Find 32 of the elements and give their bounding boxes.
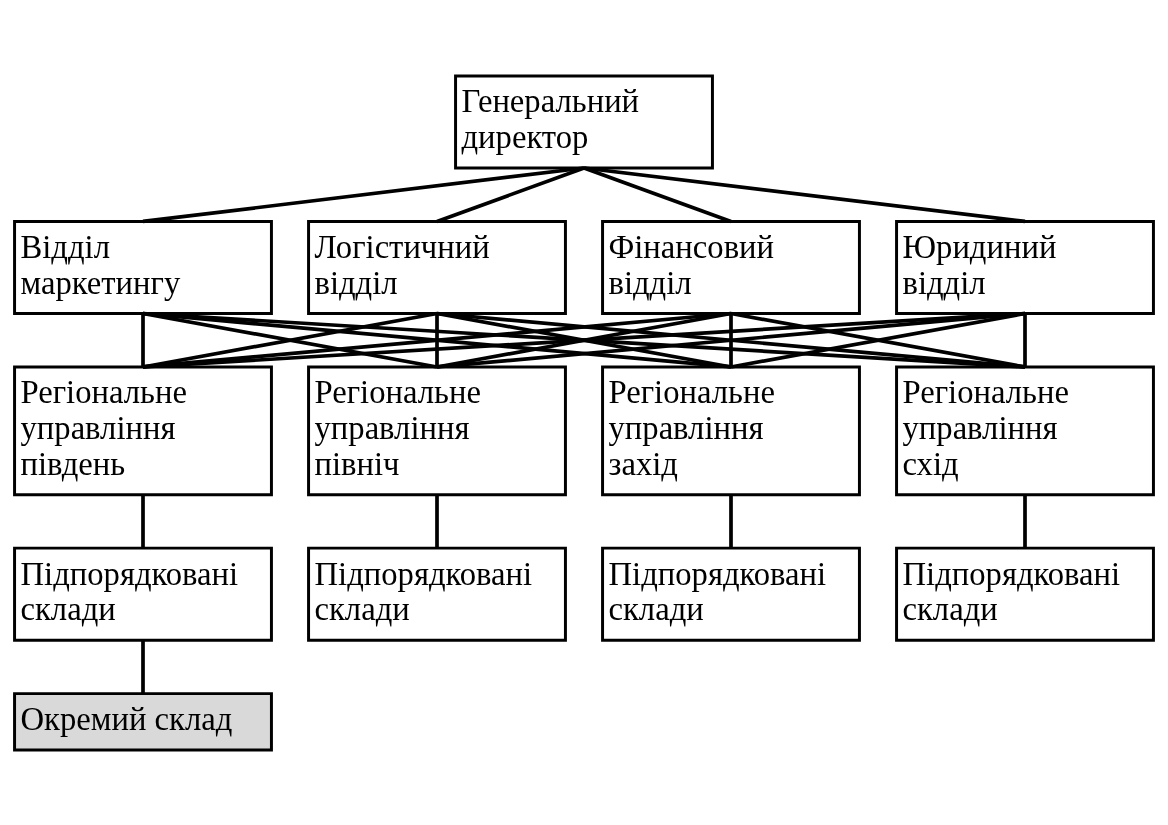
connector: [436, 165, 585, 223]
node-box: Юридиний відділ: [895, 219, 1155, 315]
node-box: Регіональне управління схід: [895, 365, 1155, 496]
connector: [141, 313, 145, 367]
node-box: Фінансовий відділ: [601, 219, 861, 315]
node-box: Підпорядковані склади: [601, 546, 861, 642]
connector: [141, 494, 145, 548]
node-box: Окремий склад: [13, 691, 273, 752]
connector: [142, 165, 585, 223]
node-box: Регіональне управління південь: [13, 365, 273, 496]
connector: [1023, 494, 1027, 548]
connector: [1023, 313, 1027, 367]
connector: [142, 311, 438, 369]
connector: [436, 311, 732, 369]
node-box: Регіональне управління північ: [307, 365, 567, 496]
node-box: Логістичний відділ: [307, 219, 567, 315]
connector: [436, 311, 1026, 369]
node-box: Підпорядковані склади: [13, 546, 273, 642]
connector: [142, 311, 1026, 369]
node-box: Генеральний директор: [454, 73, 714, 169]
connector: [729, 313, 733, 367]
node-box: Підпорядковані склади: [307, 546, 567, 642]
node-box: Відділ маркетингу: [13, 219, 273, 315]
connector: [141, 639, 145, 694]
node-box: Підпорядковані склади: [895, 546, 1155, 642]
connector: [583, 165, 1026, 223]
connector: [435, 313, 439, 367]
connector: [729, 494, 733, 548]
node-box: Регіональне управління захід: [601, 365, 861, 496]
connector: [435, 494, 439, 548]
connector: [730, 311, 1026, 369]
connector: [142, 311, 732, 369]
